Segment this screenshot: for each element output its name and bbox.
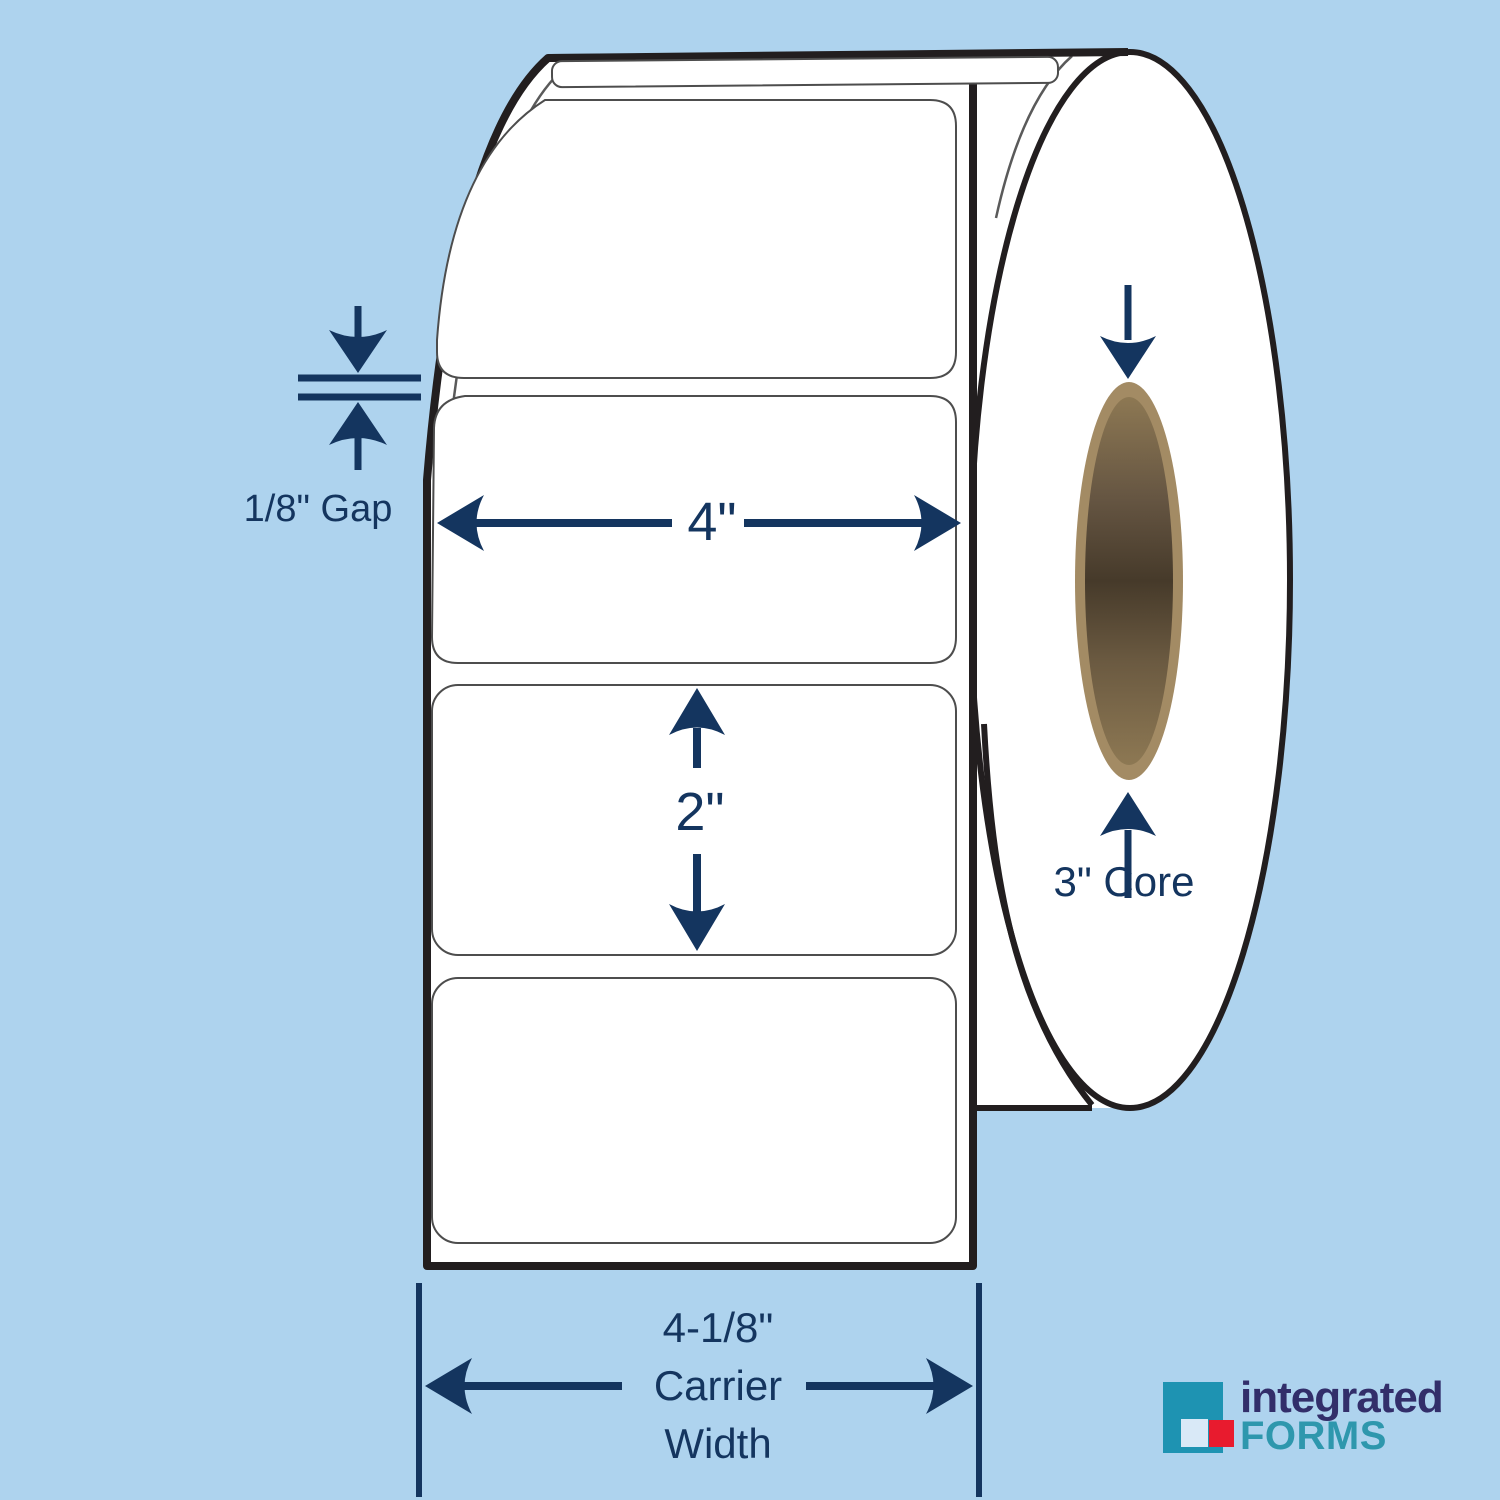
carrier-width-dimension: 4-1/8" Carrier Width	[416, 1283, 982, 1497]
width-arrow-right-head	[914, 495, 961, 551]
carrier-width-line2: Carrier	[654, 1362, 782, 1409]
logo-mark-red-square	[1209, 1420, 1234, 1447]
label-2	[430, 395, 957, 664]
label-strip	[423, 53, 1060, 1270]
label-3	[431, 684, 957, 956]
carrier-arrow-right-head	[926, 1358, 973, 1414]
label-width-text: 4"	[687, 492, 736, 552]
dimension-annotations: 1/8" Gap 4" 2" 3" Core	[244, 285, 1195, 1497]
logo-word-forms: FORMS	[1240, 1414, 1387, 1458]
label-height-text: 2"	[675, 782, 724, 842]
carrier-width-line1: 4-1/8"	[663, 1304, 774, 1351]
core-arrow-down-head	[1100, 336, 1156, 379]
height-arrow-bottom-head	[669, 904, 725, 951]
roll-core	[1075, 382, 1183, 780]
core-label: 3" Core	[1054, 858, 1195, 905]
logo-word-integrated: integrated	[1240, 1373, 1443, 1422]
label-height-dimension: 2"	[669, 688, 725, 951]
gap-label: 1/8" Gap	[244, 488, 393, 530]
roll-rim-inner-bottom	[981, 723, 1095, 1107]
label-width-dimension: 4"	[437, 492, 961, 552]
logo-mark-light-square	[1181, 1419, 1208, 1447]
integrated-forms-logo: integrated FORMS	[1163, 1373, 1444, 1458]
gap-arrow-down-head	[329, 330, 387, 373]
roll-wrap-edge-top	[994, 55, 1073, 219]
core-hole	[1085, 397, 1173, 765]
label-partial-top	[550, 55, 1060, 89]
label-1	[436, 99, 957, 379]
gap-arrow-up-head	[329, 402, 387, 445]
height-arrow-top-head	[669, 688, 725, 735]
carrier-width-line3: Width	[664, 1420, 771, 1467]
label-4	[431, 977, 957, 1244]
core-arrow-up-head	[1100, 792, 1156, 836]
gap-dimension: 1/8" Gap	[244, 306, 421, 530]
core-dimension: 3" Core	[1054, 285, 1195, 905]
